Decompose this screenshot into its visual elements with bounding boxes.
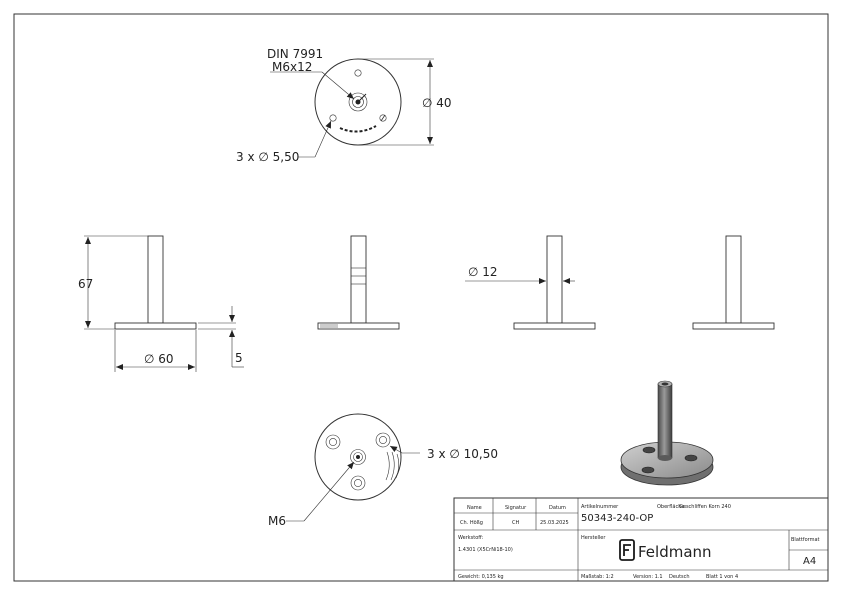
- sheet-number: Blatt 1 von 4: [706, 574, 738, 580]
- article-number: 50343-240-OP: [581, 513, 653, 524]
- top-diameter-label: ∅ 40: [422, 96, 452, 110]
- isometric-view: [620, 380, 714, 486]
- top-view-hole: [329, 114, 337, 122]
- signature-header: Signatur: [505, 505, 527, 511]
- drawing-frame: [13, 13, 829, 582]
- side-view-4: [692, 235, 775, 330]
- bottom-thread-label: M6: [268, 514, 286, 528]
- article-label: Artikelnummer: [581, 504, 619, 510]
- plate-diameter-label: ∅ 60: [144, 352, 174, 366]
- drawing-date: 25.03.2025: [540, 520, 569, 526]
- title-block: Name Signatur Datum Ch. Hößg CH 25.03.20…: [453, 497, 829, 582]
- version-value: Version: 1.1: [633, 574, 663, 580]
- bottom-view-hole: [375, 432, 391, 448]
- thread-size-label: M6x12: [272, 60, 312, 74]
- height-dimension-label: 67: [78, 277, 93, 291]
- format-label: Blattformat: [791, 537, 820, 543]
- thickness-dimension-label: 5: [235, 351, 243, 365]
- material-label: Werkstoff:: [458, 535, 484, 541]
- manufacturer-label: Hersteller: [581, 535, 606, 541]
- drafter-signature: CH: [512, 520, 519, 526]
- top-view-hole: [379, 114, 387, 122]
- bottom-view-plate-outline: [314, 413, 402, 501]
- name-header: Name: [467, 505, 482, 511]
- drafter-name: Ch. Hößg: [460, 520, 483, 526]
- feldmann-logo-icon: [619, 539, 635, 561]
- language-value: Deutsch: [669, 574, 690, 580]
- material-value: 1.4301 (X5CrNi18-10): [458, 547, 513, 553]
- bottom-view-hole: [325, 434, 341, 450]
- scale-value: Maßstab: 1:2: [581, 574, 614, 580]
- side-view-1: 67 ∅ 60 5: [78, 235, 244, 372]
- bottom-view: 3 x ∅ 10,50 M6: [268, 413, 498, 528]
- manufacturer-brand: Feldmann: [638, 543, 712, 561]
- side-view-3: ∅ 12: [465, 235, 596, 330]
- top-view: ∅ 40 DIN 7991 M6x12 3 x ∅ 5,50: [236, 47, 452, 164]
- date-header: Datum: [549, 505, 566, 511]
- format-value: A4: [803, 556, 816, 567]
- thread-standard-label: DIN 7991: [267, 47, 323, 61]
- side-view-2: [317, 235, 400, 330]
- bottom-hole-callout: 3 x ∅ 10,50: [427, 447, 498, 461]
- bottom-view-hole: [350, 475, 366, 491]
- weight-value: Gewicht: 0,135 kg: [458, 574, 504, 580]
- surface-label: Oberfläche:: [657, 504, 686, 510]
- top-view-hole: [354, 69, 362, 77]
- tube-diameter-label: ∅ 12: [468, 265, 498, 279]
- top-hole-callout: 3 x ∅ 5,50: [236, 150, 299, 164]
- surface-value: Geschliffen Korn 240: [679, 504, 731, 510]
